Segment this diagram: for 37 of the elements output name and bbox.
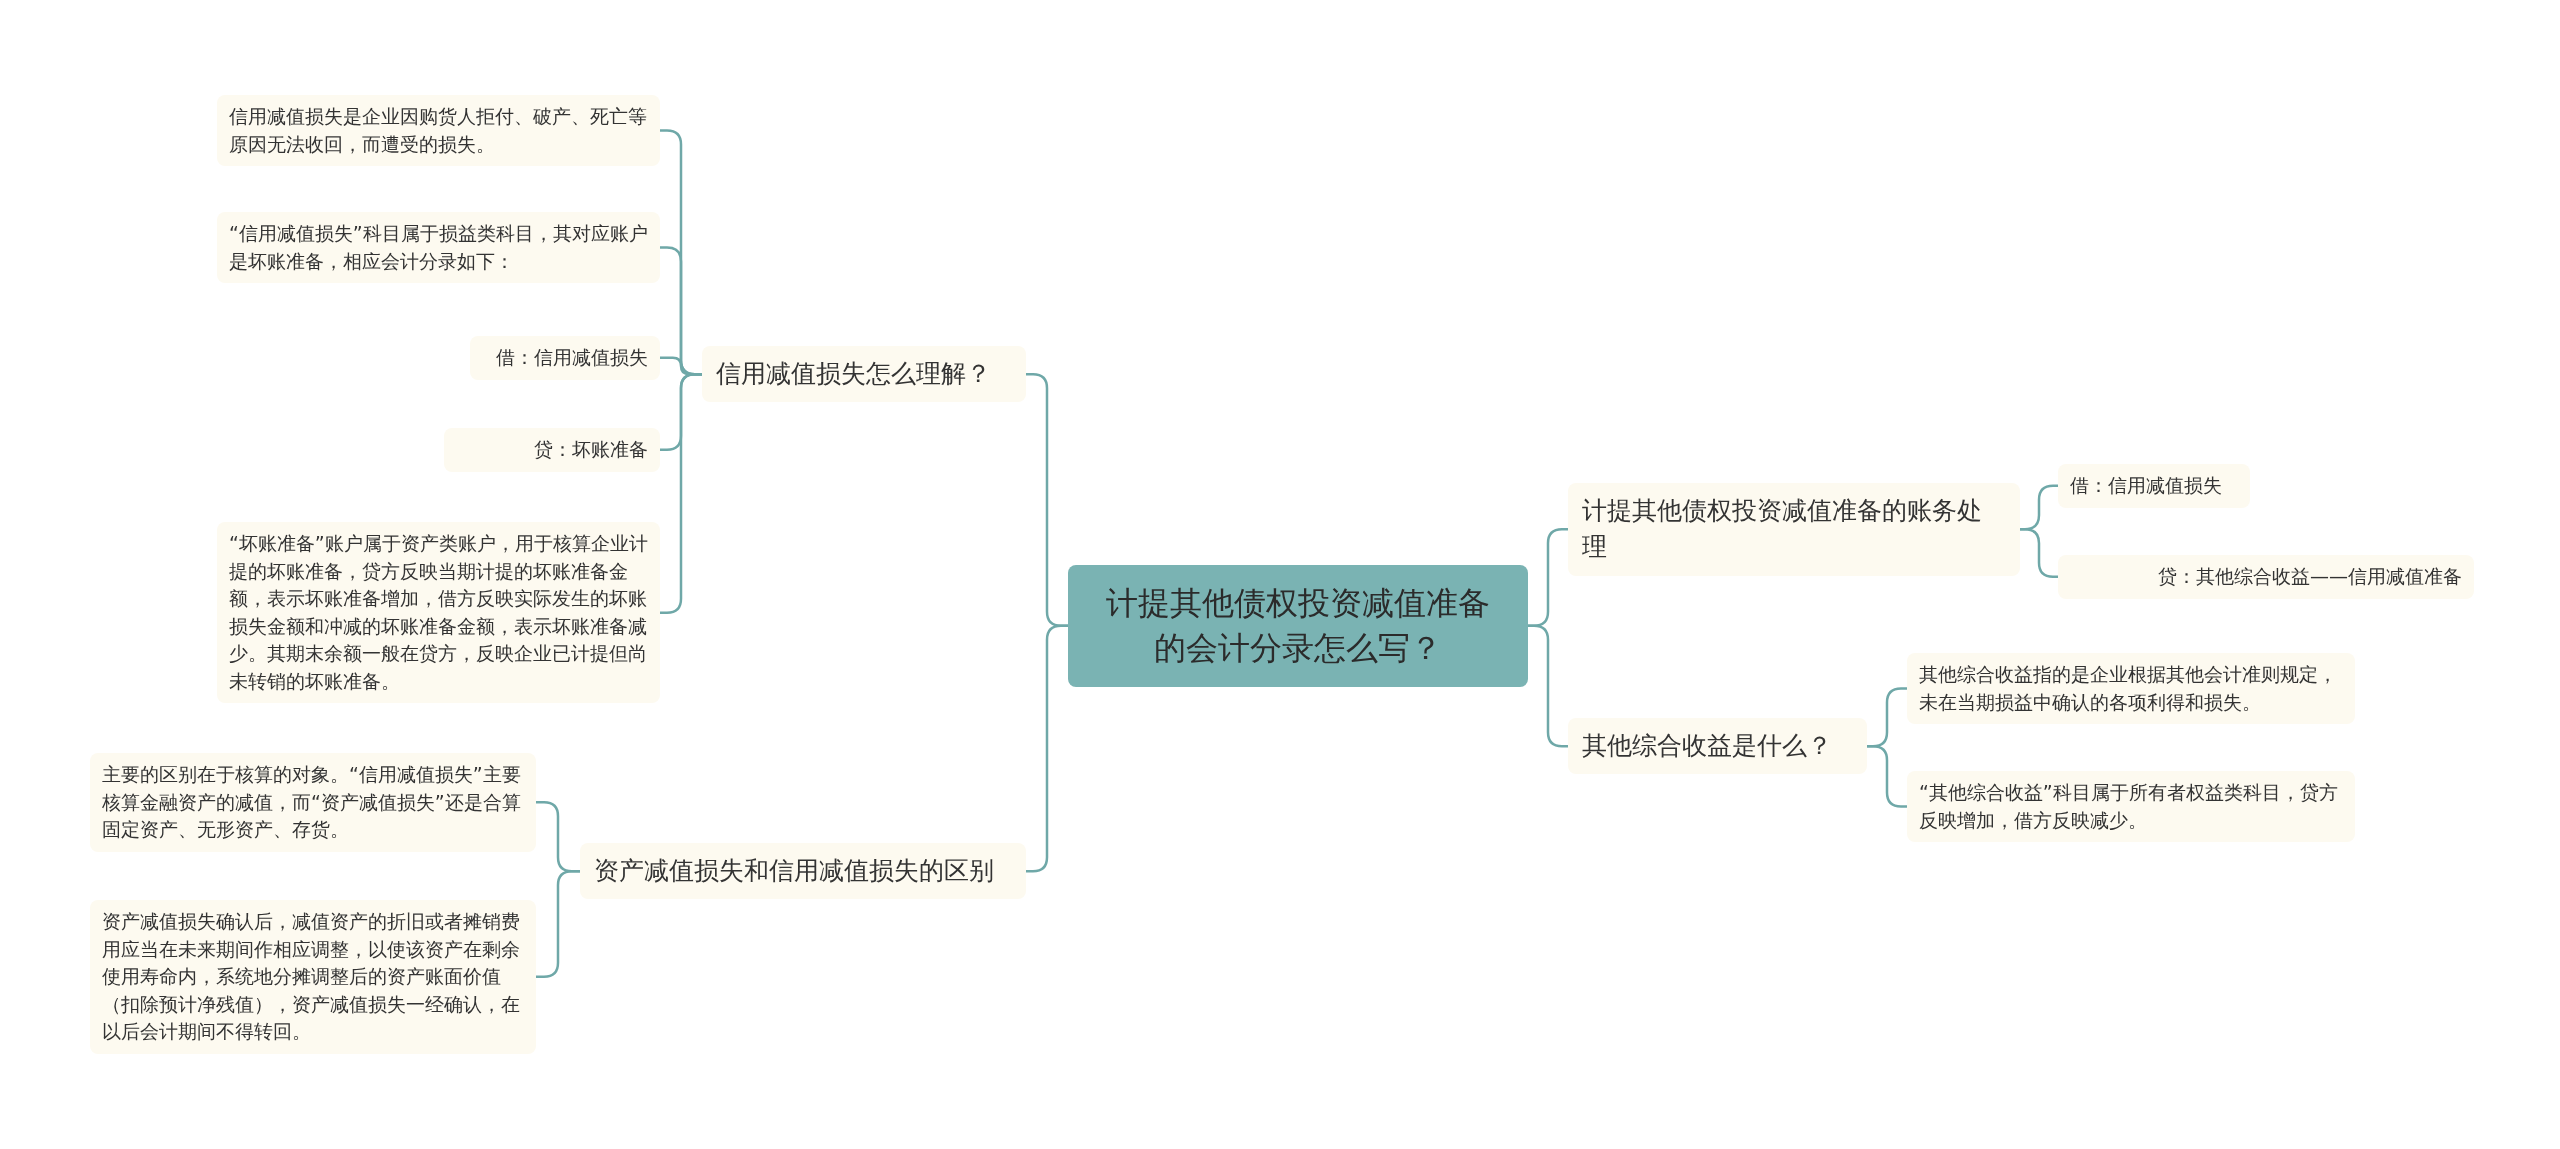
topic-text: 贷：其他综合收益——信用减值准备 <box>2157 564 2462 589</box>
topic-text: 资产减值损失确认后，减值资产的折旧或者摊销费用应当在未来期间作相应调整，以使该资产在剩余使用寿命内，系统地分摊调整后的资产账面价值（扣除预计净残值），资产减值损失一经确认，在以后会计期间不得转回。 <box>102 909 521 1045</box>
topic-text: “信用减值损失”科目属于损益类科目，其对应账户是坏账准备，相应会计分录如下： <box>229 221 648 274</box>
topic-text: “其他综合收益”科目属于所有者权益类科目，贷方反映增加，借方反映减少。 <box>1919 780 2339 833</box>
connector-line <box>2020 528 2058 578</box>
topic-box <box>702 346 1026 403</box>
connector-line <box>660 372 702 614</box>
topic-text: 其他综合收益指的是企业根据其他会计准则规定，未在当期损益中确认的各项利得和损失。 <box>1919 662 2338 715</box>
topic-text: 计提其他债权投资减值准备的会计分录怎么写？ <box>1105 583 1491 669</box>
topic-box <box>1568 718 1867 775</box>
connector-line <box>1026 624 1068 873</box>
topic-text: 借：信用减值损失 <box>2070 473 2223 498</box>
topic-text: 计提其他债权投资减值准备的账务处理 <box>1582 495 1983 564</box>
subtopic-box <box>2058 555 2474 599</box>
central-topic-box <box>1068 565 1528 687</box>
subtopic-box <box>217 95 660 167</box>
connector-line <box>1867 744 1907 808</box>
subtopic-box <box>217 212 660 284</box>
subtopic-box <box>1907 771 2355 843</box>
topic-text: 信用减值损失是企业因购货人拒付、破产、死亡等原因无法收回，而遭受的损失。 <box>229 104 648 157</box>
topic-text: 借：信用减值损失 <box>495 345 648 370</box>
subtopic-box <box>90 900 536 1054</box>
subtopic-box <box>470 336 660 380</box>
topic-text: 主要的区别在于核算的对象。“信用减值损失”主要核算金融资产的减值，而“资产减值损失”还是合算固定资产、无形资产、存货。 <box>102 762 522 843</box>
topic-text: 其他综合收益是什么？ <box>1582 730 1833 762</box>
topic-text: 贷：坏账准备 <box>533 437 648 462</box>
topic-box <box>580 843 1026 900</box>
topic-text: 资产减值损失和信用减值损失的区别 <box>594 855 995 887</box>
subtopic-box <box>90 753 536 852</box>
subtopic-box <box>217 522 660 704</box>
subtopic-box <box>444 428 660 472</box>
connector-line <box>536 869 580 979</box>
topic-text: 信用减值损失怎么理解？ <box>716 358 992 390</box>
topic-text: “坏账准备”账户属于资产类账户，用于核算企业计提的坏账准备，贷方反映当期计提的坏账准备金额，表示坏账准备增加，借方反映实际发生的坏账损失金额和冲减的坏账准备金额，表示坏账准备减少。其期末余额一般在贷方，反映企业已计提但尚未转销的坏账准备。 <box>229 531 648 694</box>
topic-box <box>1568 483 2020 576</box>
subtopic-box <box>1907 653 2355 725</box>
subtopic-box <box>2058 464 2250 508</box>
